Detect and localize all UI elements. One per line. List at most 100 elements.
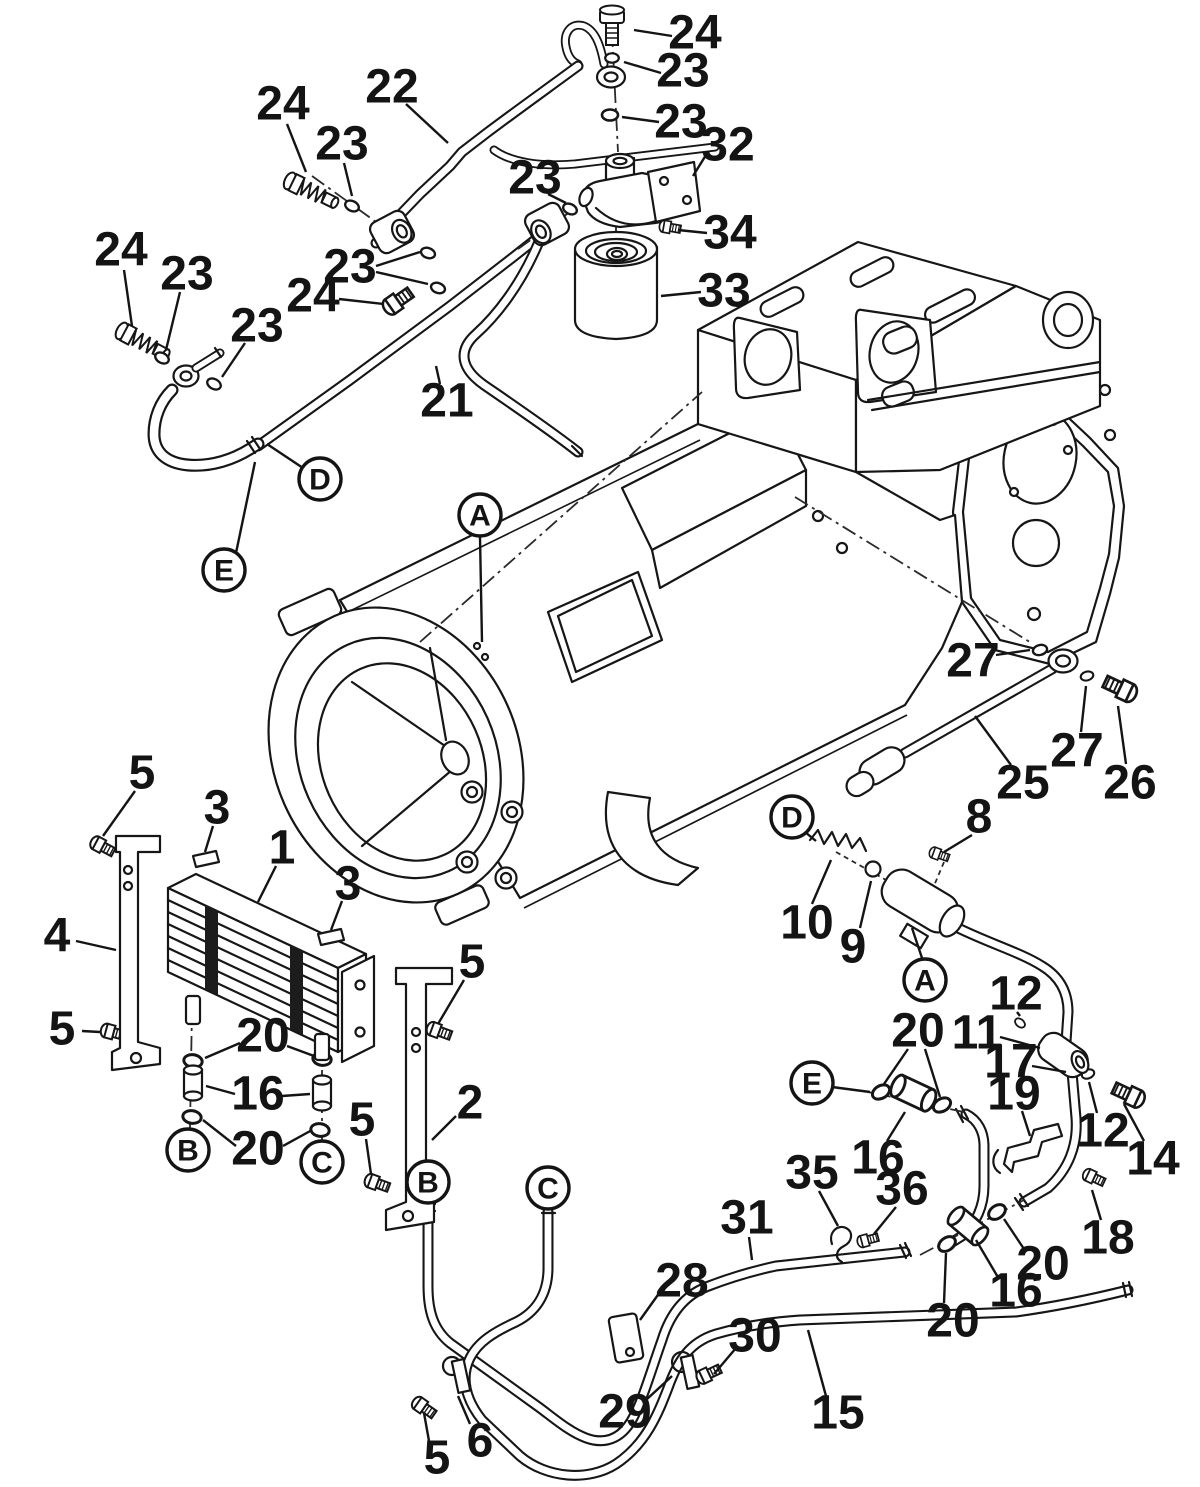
bolt-5 bbox=[87, 833, 118, 860]
part-callout-19: 19 bbox=[987, 1068, 1040, 1121]
bolt-34 bbox=[657, 218, 683, 236]
bolt-36 bbox=[855, 1230, 881, 1250]
part-callout-23: 23 bbox=[315, 118, 368, 171]
part-callout-21: 21 bbox=[420, 375, 473, 428]
spring-10 bbox=[808, 828, 868, 853]
leader-line bbox=[434, 365, 442, 385]
ref-circle-C bbox=[525, 1165, 571, 1211]
part-callout-24: 24 bbox=[256, 78, 310, 131]
part-callout-24: 24 bbox=[94, 224, 148, 277]
ref-circle-D bbox=[769, 794, 815, 840]
leader-line bbox=[885, 1111, 907, 1142]
leader-line bbox=[329, 900, 344, 931]
part-callout-14: 14 bbox=[1126, 1133, 1180, 1186]
part-callout-36: 36 bbox=[875, 1163, 928, 1216]
clamp-28 bbox=[607, 1312, 645, 1364]
leader-line bbox=[75, 939, 117, 952]
leader-line bbox=[205, 1084, 236, 1096]
leader-line bbox=[234, 461, 257, 554]
leader-line bbox=[281, 1092, 311, 1098]
ref-circle-B bbox=[165, 1127, 211, 1173]
part-callout-32: 32 bbox=[701, 119, 754, 172]
part-callout-18: 18 bbox=[1081, 1212, 1134, 1265]
part-callout-24: 24 bbox=[668, 7, 722, 60]
leader-line bbox=[456, 1395, 472, 1425]
leader-line bbox=[282, 1128, 313, 1148]
ref-letter-C: C bbox=[311, 1147, 333, 1180]
part-callout-16: 16 bbox=[989, 1265, 1042, 1318]
part-callout-28: 28 bbox=[655, 1255, 708, 1308]
part-callout-27: 27 bbox=[1050, 725, 1103, 778]
leader-line bbox=[831, 1085, 871, 1094]
leader-line bbox=[873, 1206, 897, 1235]
leader-line bbox=[942, 1252, 948, 1304]
ref-letter-D: D bbox=[781, 802, 803, 835]
part-callout-3: 3 bbox=[335, 858, 362, 911]
part-callout-26: 26 bbox=[1103, 757, 1156, 810]
ref-letter-A: A bbox=[914, 965, 936, 998]
leader-line bbox=[943, 833, 973, 854]
part-callout-23: 23 bbox=[323, 241, 376, 294]
leader-line bbox=[810, 859, 833, 905]
part-callout-23: 23 bbox=[508, 152, 561, 205]
leader-line bbox=[747, 1236, 754, 1261]
leader-line bbox=[910, 927, 924, 959]
bolt-5 bbox=[361, 1171, 393, 1196]
part-callout-24: 24 bbox=[286, 270, 340, 323]
leader-line bbox=[1003, 1218, 1027, 1253]
leader-line bbox=[436, 979, 466, 1025]
part-callout-4: 4 bbox=[44, 910, 71, 963]
part-callout-35: 35 bbox=[785, 1147, 838, 1200]
part-callout-15: 15 bbox=[811, 1387, 864, 1440]
part-callout-5: 5 bbox=[49, 1003, 76, 1056]
leader-line bbox=[81, 1029, 101, 1034]
part-callout-3: 3 bbox=[204, 782, 231, 835]
part-callout-23: 23 bbox=[654, 96, 707, 149]
leader-line bbox=[645, 1375, 673, 1401]
leader-line bbox=[883, 1048, 909, 1085]
part-callout-20: 20 bbox=[891, 1005, 944, 1058]
leader-line bbox=[691, 154, 708, 177]
part-callout-17: 17 bbox=[984, 1036, 1037, 1089]
part-callout-23: 23 bbox=[160, 248, 213, 301]
bolt-26 bbox=[1099, 671, 1142, 706]
leader-line bbox=[1016, 1011, 1021, 1017]
clip-3 bbox=[316, 927, 346, 947]
part-callout-5: 5 bbox=[459, 936, 486, 989]
leader-line bbox=[817, 1190, 840, 1227]
part-callout-2: 2 bbox=[457, 1077, 484, 1130]
bolt-18 bbox=[1079, 1166, 1108, 1189]
part-callout-11: 11 bbox=[952, 1007, 1003, 1060]
part-callout-5: 5 bbox=[424, 1432, 451, 1485]
part-callout-30: 30 bbox=[728, 1310, 781, 1363]
leader-line bbox=[204, 1041, 241, 1060]
leader-line bbox=[677, 228, 708, 235]
ref-circle-B bbox=[405, 1159, 451, 1205]
connector-24a bbox=[280, 169, 343, 214]
ref-letter-E: E bbox=[802, 1068, 822, 1101]
junction-11 bbox=[1037, 1031, 1090, 1079]
filter-head-32 bbox=[578, 152, 702, 229]
accumulator-body bbox=[880, 868, 966, 950]
leader-line bbox=[621, 115, 660, 124]
part-callout-20: 20 bbox=[926, 1295, 979, 1348]
leader-line bbox=[633, 28, 673, 38]
leader-line bbox=[995, 648, 1031, 657]
part-callout-8: 8 bbox=[966, 791, 993, 844]
ref-letter-D: D bbox=[309, 464, 331, 497]
leader-line bbox=[1087, 1081, 1099, 1114]
part-callout-16: 16 bbox=[231, 1068, 284, 1121]
pipes bbox=[147, 20, 1134, 1481]
leader-line bbox=[1031, 1064, 1067, 1074]
leader-line bbox=[1116, 705, 1128, 765]
leader-line bbox=[806, 1329, 828, 1397]
part-callout-22: 22 bbox=[365, 61, 418, 114]
leader-line bbox=[164, 291, 182, 351]
ref-circle-E bbox=[789, 1060, 835, 1106]
part-callout-20: 20 bbox=[236, 1010, 289, 1063]
clamp-29 bbox=[670, 1350, 701, 1390]
part-callout-1: 1 bbox=[269, 822, 296, 875]
leader-line bbox=[623, 60, 662, 75]
